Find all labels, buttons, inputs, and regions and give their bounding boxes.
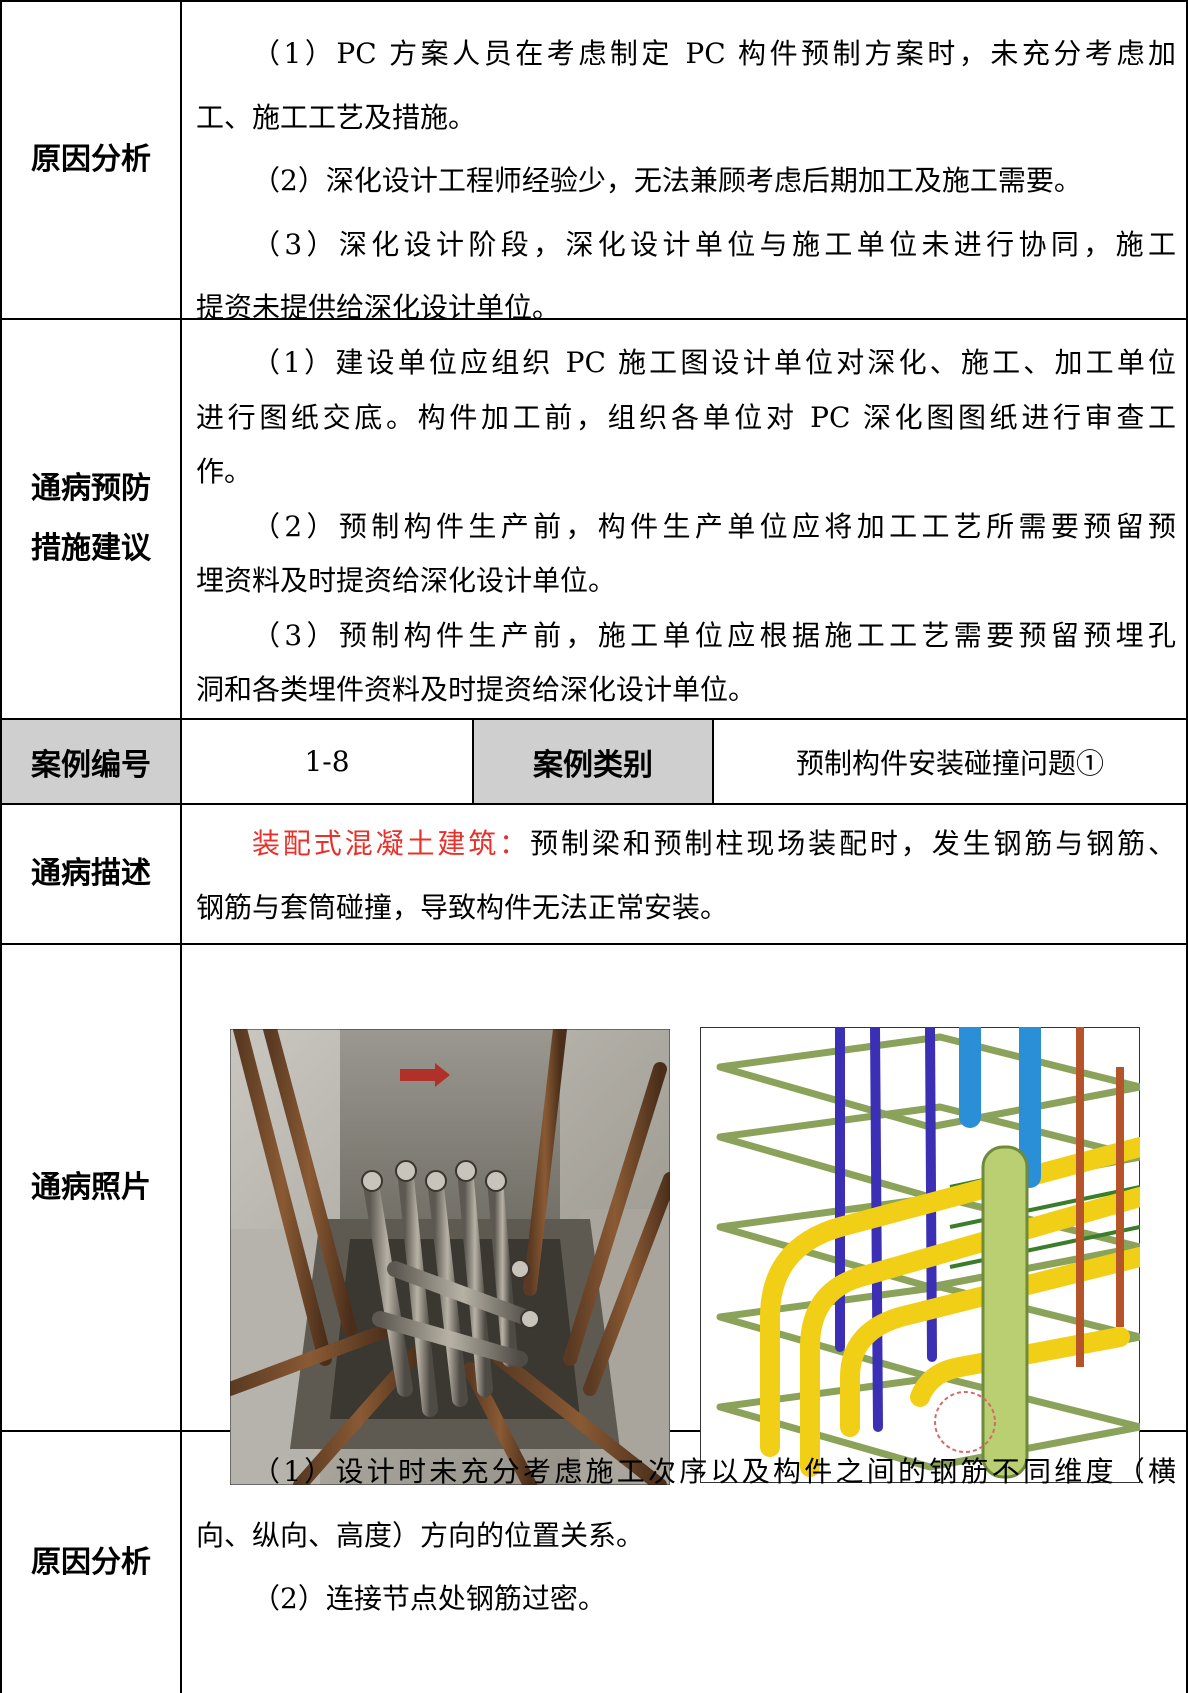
model-render bbox=[700, 1027, 1140, 1483]
paragraph-line: （2）连接节点处钢筋过密。 bbox=[252, 1582, 606, 1615]
paragraph-line: （1）建设单位应组织 PC 施工图设计单位对深化、施工、加工单位 bbox=[252, 346, 1176, 379]
paragraph-line: （2）深化设计工程师经验少，无法兼顾考虑后期加工及施工需要。 bbox=[252, 164, 1082, 197]
paragraph-line: 作。 bbox=[196, 455, 253, 488]
paragraph-line: 工、施工工艺及措施。 bbox=[196, 100, 477, 134]
description-line2: 钢筋与套筒碰撞，导致构件无法正常安装。 bbox=[196, 890, 729, 924]
paragraph-line: 洞和各类埋件资料及时提资给深化设计单位。 bbox=[196, 673, 757, 706]
row-divider bbox=[0, 718, 1188, 720]
cause-analysis-label-2: 原因分析 bbox=[31, 1544, 151, 1580]
prevention-content: （1）建设单位应组织 PC 施工图设计单位对深化、施工、加工单位 进行图纸交底。… bbox=[196, 336, 1176, 718]
cell-divider bbox=[712, 718, 714, 805]
table-border-top bbox=[0, 0, 1188, 2]
site-photo-image bbox=[230, 1029, 670, 1485]
description-line1: 装配式混凝土建筑：预制梁和预制柱现场装配时，发生钢筋与钢筋、 bbox=[196, 812, 1176, 876]
paragraph-line: （2）预制构件生产前，构件生产单位应将加工工艺所需要预留预 bbox=[252, 509, 1176, 543]
prevention-label-line2: 措施建议 bbox=[31, 531, 151, 566]
table-border-left bbox=[0, 0, 2, 1693]
case-no-value: 1-8 bbox=[304, 745, 350, 778]
description-highlight: 装配式混凝土建筑： bbox=[252, 827, 531, 860]
description-content: 装配式混凝土建筑：预制梁和预制柱现场装配时，发生钢筋与钢筋、 钢筋与套筒碰撞，导… bbox=[196, 812, 1176, 939]
cause-analysis-content: （1）PC 方案人员在考虑制定 PC 构件预制方案时，未充分考虑加 工、施工工艺… bbox=[196, 22, 1176, 340]
label-column-divider bbox=[180, 0, 182, 1693]
paragraph-line: （3）深化设计阶段，深化设计单位与施工单位未进行协同，施工 bbox=[252, 227, 1176, 261]
paragraph-line: （1）PC 方案人员在考虑制定 PC 构件预制方案时，未充分考虑加 bbox=[252, 37, 1176, 70]
prevention-label-line1: 通病预防 bbox=[31, 471, 151, 506]
paragraph-line: 向、纵向、高度）方向的位置关系。 bbox=[196, 1518, 645, 1552]
cell-divider bbox=[472, 718, 474, 805]
row-divider bbox=[0, 318, 1188, 320]
paragraph-line: 进行图纸交底。构件加工前，组织各单位对 PC 深化图图纸进行审查工 bbox=[196, 400, 1176, 434]
model-render-image bbox=[700, 1027, 1140, 1483]
case-no-label-cell bbox=[2, 720, 180, 803]
paragraph-line: （3）预制构件生产前，施工单位应根据施工工艺需要预留预埋孔 bbox=[252, 618, 1176, 652]
case-no-label: 案例编号 bbox=[31, 747, 151, 783]
site-photo bbox=[230, 1029, 670, 1485]
cause-analysis-content-2: （1）设计时未充分考虑施工次序以及构件之间的钢筋不同维度（横 向、纵向、高度）方… bbox=[196, 1440, 1176, 1631]
prevention-label: 通病预防 措施建议 bbox=[2, 320, 180, 718]
description-text: 预制梁和预制柱现场装配时，发生钢筋与钢筋、 bbox=[530, 827, 1176, 860]
paragraph-line: 提资未提供给深化设计单位。 bbox=[196, 291, 561, 324]
case-type-label-cell bbox=[474, 720, 712, 803]
paragraph-line: 埋资料及时提资给深化设计单位。 bbox=[196, 564, 617, 597]
cause-analysis-label: 原因分析 bbox=[31, 142, 151, 177]
table-border-right bbox=[1186, 0, 1188, 1693]
photos-label: 通病照片 bbox=[31, 1169, 151, 1205]
row-divider bbox=[0, 803, 1188, 805]
description-label: 通病描述 bbox=[31, 856, 151, 891]
case-type-label: 案例类别 bbox=[533, 747, 653, 783]
row-divider bbox=[0, 943, 1188, 945]
paragraph-line: （1）设计时未充分考虑施工次序以及构件之间的钢筋不同维度（横 bbox=[252, 1455, 1176, 1488]
case-type-value: 预制构件安装碰撞问题① bbox=[795, 746, 1104, 780]
